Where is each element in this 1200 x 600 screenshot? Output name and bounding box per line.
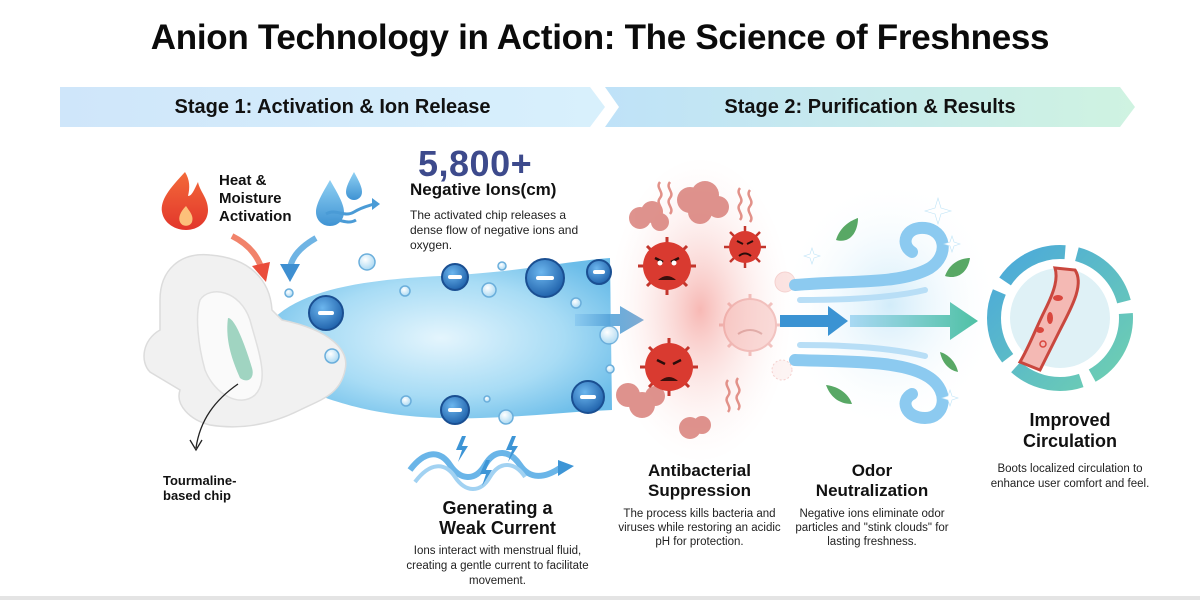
leaf-icon <box>826 218 970 404</box>
wind-swirls-icon <box>789 221 949 425</box>
step-title-line: Generating a <box>442 498 553 518</box>
chip-label-line: based chip <box>163 488 231 503</box>
ion-count-stat: 5,800+ <box>418 143 533 184</box>
stage-1-chevron-shape <box>60 87 605 127</box>
step-weak-current: Generating a Weak Current Ions interact … <box>395 498 600 589</box>
angry-virus-icon <box>638 237 696 295</box>
step-description: Negative ions eliminate odor particles a… <box>795 508 949 548</box>
odor-waves-icon <box>657 181 753 413</box>
stage-1-banner: Stage 1: Activation & Ion Release <box>60 87 605 127</box>
ion-count-title: Negative Ions(cm) <box>410 180 557 199</box>
step-description: The process kills bacteria and viruses w… <box>618 508 781 548</box>
sanitary-pad-illustration <box>143 253 347 428</box>
chip-label-line: Tourmaline- <box>163 473 237 488</box>
step-title: Antibacterial Suppression <box>612 461 787 501</box>
fresh-air-zone <box>790 190 990 420</box>
water-drops-icon <box>316 172 380 226</box>
sparkle-icon <box>803 196 961 407</box>
negative-ions <box>308 258 612 425</box>
heat-label-line: Moisture <box>219 190 282 207</box>
chip-pointer-arrow-icon <box>195 383 239 449</box>
step-title-line: Improved <box>1029 410 1111 430</box>
bottom-divider <box>0 596 1200 600</box>
step-title-line: Neutralization <box>815 481 929 500</box>
step-title-line: Weak Current <box>439 518 556 538</box>
step-title-line: Suppression <box>648 481 751 500</box>
tourmaline-chip <box>227 318 253 381</box>
heat-label-line: Activation <box>219 208 292 225</box>
result-arrow-icon <box>850 302 978 340</box>
step-improved-circulation: Improved Circulation Boots localized cir… <box>975 410 1165 492</box>
flow-arrow-icon <box>780 306 848 336</box>
angry-virus-icon <box>640 338 698 396</box>
step-title: Odor Neutralization <box>782 461 962 501</box>
stage-2-chevron-shape <box>605 87 1135 127</box>
ion-count-description: The activated chip releases a dense flow… <box>410 208 579 252</box>
stage-2-label: Stage 2: Purification & Results <box>724 96 1016 118</box>
step-description: Boots localized circulation to enhance u… <box>990 463 1150 490</box>
step-title-line: Circulation <box>1022 431 1117 451</box>
heat-label-line: Heat & <box>219 172 267 189</box>
stage-1-label: Stage 1: Activation & Ion Release <box>174 96 491 118</box>
tourmaline-chip-label: Tourmaline- based chip <box>163 473 236 503</box>
ion-flow-cloud <box>270 258 612 419</box>
blood-vessel-circulation-icon <box>987 245 1133 391</box>
heat-moisture-activation-label: Heat & Moisture Activation <box>219 172 292 226</box>
page-title: Anion Technology in Action: The Science … <box>150 18 1050 57</box>
fire-icon <box>161 172 208 230</box>
stage-2-banner: Stage 2: Purification & Results <box>605 87 1135 127</box>
step-title: Improved Circulation <box>975 410 1165 452</box>
moisture-arrow-icon <box>287 235 318 269</box>
step-antibacterial: Antibacterial Suppression The process ki… <box>612 461 787 549</box>
weak-current-wave-icon <box>407 436 574 491</box>
step-title-line: Antibacterial <box>648 461 751 480</box>
step-title: Generating a Weak Current <box>395 498 600 538</box>
step-description: Ions interact with menstrual fluid, crea… <box>406 545 589 587</box>
stink-clouds-icon <box>616 181 729 439</box>
step-title-line: Odor <box>851 461 893 480</box>
fading-virus-icon <box>719 294 781 356</box>
angry-virus-icon <box>724 226 766 268</box>
step-odor-neutralization: Odor Neutralization Negative ions elimin… <box>782 461 962 549</box>
